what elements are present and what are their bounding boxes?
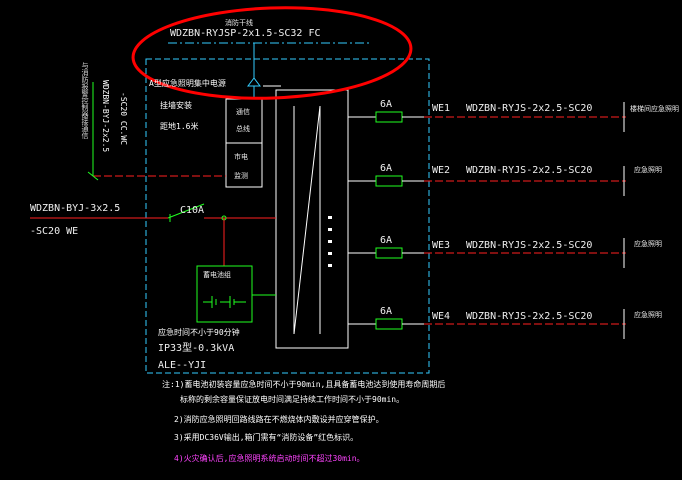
battery-symbol: [203, 296, 246, 308]
bus-drop-line: [247, 43, 261, 87]
feed-tick: [87, 171, 99, 181]
note-3: 3)采用DC36V输出,箱门需有“消防设备”红色标识。: [174, 433, 359, 442]
panel-diagonal: [293, 105, 321, 335]
bus-module-label-1: 通信: [236, 108, 250, 116]
circuit-we2-name: WE2: [432, 165, 451, 176]
monitor-module-label-1: 市电: [234, 153, 248, 161]
note-4: 4)火灾确认后,应急照明系统启动时间不超过30min。: [174, 454, 365, 463]
circuit-we3-name: WE3: [432, 240, 451, 251]
circuit-we2-load: 应急照明: [634, 166, 662, 174]
spec-duration: 应急时间不小于90分钟: [158, 328, 240, 337]
main-panel: [275, 89, 349, 349]
circuit-we4-fuse: 6A: [380, 306, 393, 317]
box-title: A型应急照明集中电源: [149, 79, 226, 88]
battery-module: [196, 265, 253, 323]
circuit-we2-cable: WDZBN-RYJS-2x2.5-SC20: [466, 165, 593, 176]
monitor-module-label-2: 监测: [234, 172, 248, 180]
spec-rating: IP33型-0.3kVA: [158, 343, 235, 354]
red-annotation-circle: [131, 6, 413, 100]
input-cable-spec: WDZBN-BYJ-3x2.5: [30, 203, 121, 214]
circuit-we1-load: 楼梯间应急照明: [630, 105, 679, 113]
left-vertical-note: 与消防报警控制器接通信: [81, 62, 89, 139]
install-height: 距地1.6米: [160, 122, 199, 131]
trunk-cable-spec: WDZBN-RYJSP-2x1.5-SC32 FC: [170, 28, 321, 39]
circuit-we1-name: WE1: [432, 103, 451, 114]
circuit-we1: [348, 102, 626, 132]
trunk-label: 消防干线: [225, 19, 253, 27]
breaker-rating: C10A: [180, 205, 205, 216]
circuit-we4-cable: WDZBN-RYJS-2x2.5-SC20: [466, 311, 593, 322]
spec-model: ALE--YJI: [158, 360, 207, 371]
output-circuits: [348, 102, 626, 339]
circuit-we1-fuse: 6A: [380, 99, 393, 110]
battery-module-label: 蓄电池组: [203, 271, 231, 279]
bus-module-label-2: 总线: [236, 125, 250, 133]
circuit-we4-load: 应急照明: [634, 311, 662, 319]
cabinet-outline: [145, 58, 430, 374]
monitor-module: [225, 142, 263, 188]
circuit-we3-fuse: 6A: [380, 235, 393, 246]
vertical-conduit-spec: -SC20 CC.WC: [119, 92, 128, 145]
circuit-we2: [348, 166, 626, 196]
vertical-cable-spec: WDZBN-BYJ-2x2.5: [101, 80, 110, 153]
circuit-we1-cable: WDZBN-RYJS-2x2.5-SC20: [466, 103, 593, 114]
circuit-we3-cable: WDZBN-RYJS-2x2.5-SC20: [466, 240, 593, 251]
circuit-we3-load: 应急照明: [634, 240, 662, 248]
circuit-we4: [348, 309, 626, 339]
note-2: 2)消防应急照明回路线路在不燃烧体内敷设并应穿管保护。: [174, 415, 384, 424]
circuit-we4-name: WE4: [432, 311, 451, 322]
note-1-continued: 标称的剩余容量保证放电时间满足持续工作时间不小于90min。: [180, 395, 405, 404]
bus-module: [225, 98, 263, 144]
install-method: 挂墙安装: [160, 101, 192, 110]
input-conduit-spec: -SC20 WE: [30, 226, 79, 237]
circuit-we3: [348, 238, 626, 268]
circuit-we2-fuse: 6A: [380, 163, 393, 174]
breaker-contact: [167, 203, 205, 219]
panel-indicators: [328, 216, 332, 267]
note-1: 注:1)蓄电池初装容量应急时间不小于90min,且具备蓄电池达到使用寿命周期后: [162, 380, 446, 389]
